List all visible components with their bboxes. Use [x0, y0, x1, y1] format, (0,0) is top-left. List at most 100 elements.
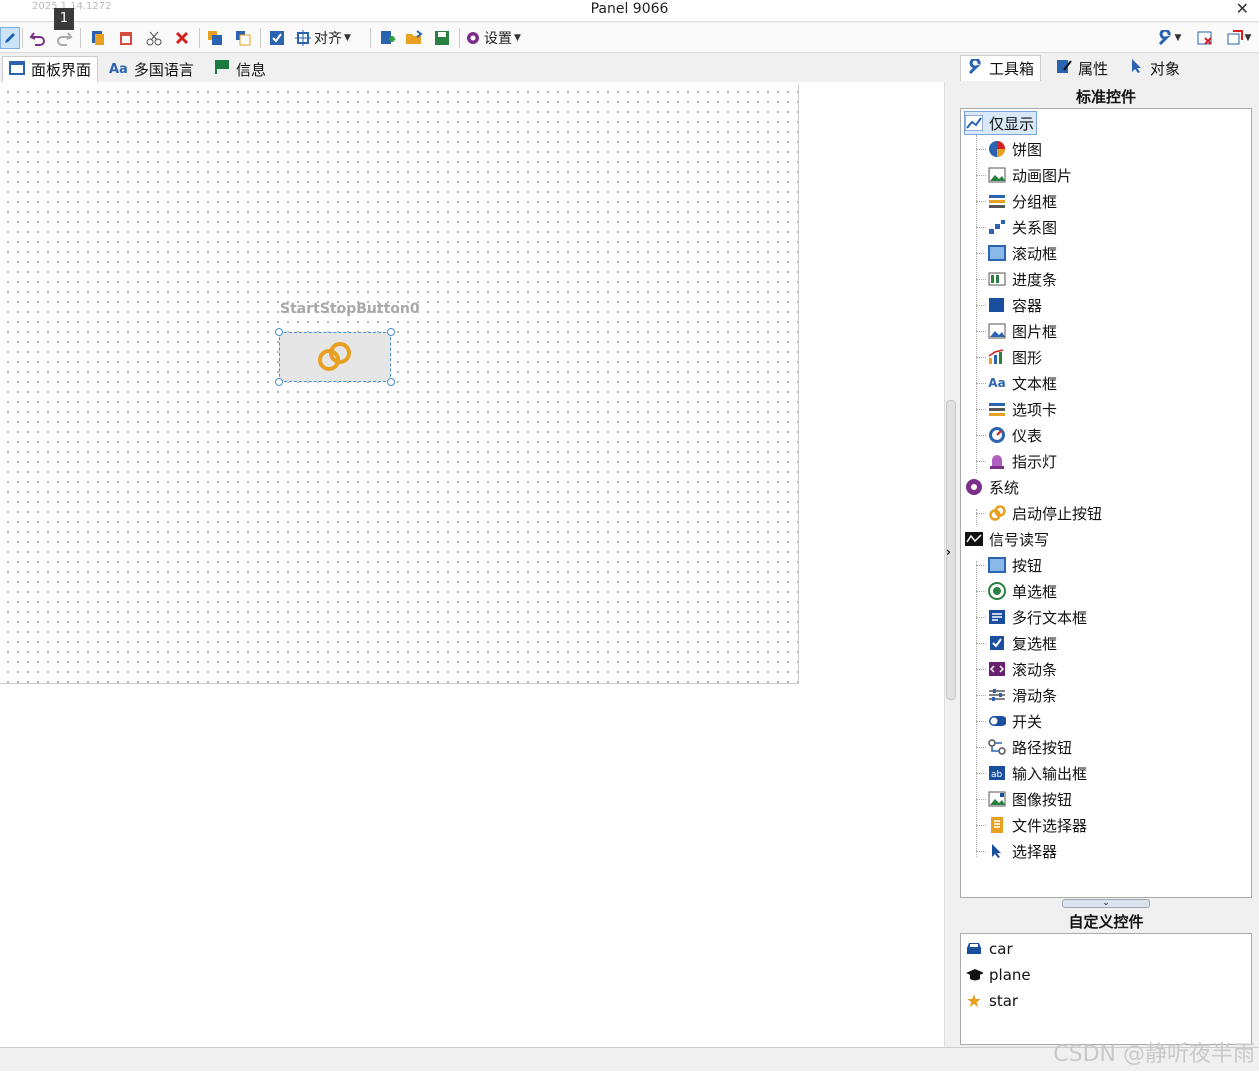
- wrench-icon: [1158, 30, 1171, 46]
- start-stop-button-widget[interactable]: [275, 328, 395, 386]
- tree-group-system[interactable]: 系统: [965, 475, 1019, 499]
- tree-item-graph[interactable]: 图形: [988, 345, 1042, 369]
- tree-item-label: 文本框: [1012, 374, 1058, 393]
- tab-label: 信息: [236, 60, 267, 79]
- bring-front-icon[interactable]: [205, 27, 225, 49]
- tree-item-label: 复选框: [1012, 634, 1058, 653]
- design-canvas[interactable]: StartStopButton0: [0, 84, 799, 684]
- pencil-icon[interactable]: [0, 27, 20, 49]
- tree-item-progress[interactable]: 进度条: [988, 267, 1057, 291]
- chevron-down-icon[interactable]: ⌄: [1062, 899, 1150, 908]
- tree-item-gauge[interactable]: 仪表: [988, 423, 1042, 447]
- vertical-scrollbar[interactable]: [946, 400, 956, 700]
- tab-label: 属性: [1078, 59, 1109, 78]
- resize-handle[interactable]: [275, 328, 283, 336]
- tree-group-signal[interactable]: 信号读写: [965, 527, 1049, 551]
- tree-item-groupbox[interactable]: 分组框: [988, 189, 1057, 213]
- tab-info[interactable]: 信息: [208, 56, 272, 82]
- tree-item-file-picker[interactable]: 文件选择器: [988, 813, 1087, 837]
- window-close-icon[interactable]: [1195, 27, 1215, 49]
- tree-item-io-box[interactable]: ab 输入输出框: [988, 761, 1087, 785]
- paste-icon[interactable]: [116, 27, 136, 49]
- tree-item-container[interactable]: 容器: [988, 293, 1042, 317]
- tree-item-slider[interactable]: 滑动条: [988, 683, 1057, 707]
- window-title: Panel 9066: [590, 1, 669, 17]
- tab-properties[interactable]: 属性: [1050, 55, 1114, 81]
- graph-icon: [988, 348, 1006, 366]
- tree-item-image-button[interactable]: 图像按钮: [988, 787, 1072, 811]
- tree-item-scroll-box[interactable]: 滚动框: [988, 241, 1057, 265]
- send-back-icon[interactable]: [233, 27, 253, 49]
- tab-objects[interactable]: 对象: [1124, 55, 1186, 81]
- checkbox-icon[interactable]: [267, 27, 287, 49]
- tree-item-start-stop[interactable]: 启动停止按钮: [988, 501, 1102, 525]
- indicator-light-icon: [988, 452, 1006, 470]
- save-icon[interactable]: [432, 27, 452, 49]
- tree-item-tabs[interactable]: 选项卡: [988, 397, 1057, 421]
- car-icon: [965, 940, 983, 958]
- tree-item-label: 饼图: [1012, 140, 1043, 159]
- tree-item-label: 路径按钮: [1012, 738, 1073, 757]
- align-button[interactable]: 对齐▼: [295, 27, 363, 49]
- tree-group-label: 仅显示: [989, 114, 1035, 133]
- io-box-icon: ab: [988, 764, 1006, 782]
- tree-item-scrollbar[interactable]: 滚动条: [988, 657, 1057, 681]
- tree-item-label: 分组框: [1012, 192, 1058, 211]
- add-page-icon[interactable]: [377, 27, 397, 49]
- text-icon: Aa: [988, 376, 1006, 390]
- tree-item-path-button[interactable]: 路径按钮: [988, 735, 1072, 759]
- tree-item-switch[interactable]: 开关: [988, 709, 1042, 733]
- undo-icon[interactable]: [27, 27, 49, 49]
- tree-item-picture[interactable]: 图片框: [988, 319, 1057, 343]
- tree-group-display-only[interactable]: 仅显示: [964, 111, 1038, 135]
- custom-item-star[interactable]: ★ star: [965, 989, 1018, 1013]
- settings-button[interactable]: 设置▼: [465, 27, 535, 49]
- delete-icon[interactable]: [172, 27, 192, 49]
- custom-item-car[interactable]: car: [965, 937, 1013, 961]
- tree-item-multiline-text[interactable]: 多行文本框: [988, 605, 1087, 629]
- wrench-dropdown[interactable]: ▼: [1152, 27, 1186, 49]
- tab-languages[interactable]: Aa 多国语言: [103, 56, 200, 82]
- custom-controls-list: car plane ★ star: [960, 933, 1252, 1045]
- widget-name-label: StartStopButton0: [280, 301, 420, 317]
- gauge-icon: [988, 426, 1006, 444]
- window-restore-dropdown[interactable]: ▼: [1222, 27, 1256, 49]
- custom-item-plane[interactable]: plane: [965, 963, 1031, 987]
- custom-item-label: star: [989, 992, 1019, 1010]
- tab-panel[interactable]: 面板界面: [2, 56, 99, 82]
- button-icon: [988, 556, 1006, 574]
- redo-icon[interactable]: [53, 27, 75, 49]
- resize-handle[interactable]: [387, 328, 395, 336]
- toolbox-panel: 标准控件 仅显示 饼图 动画图片 分组框: [958, 82, 1259, 1047]
- design-canvas-area: StartStopButton0: [0, 82, 945, 1047]
- tree-item-relation[interactable]: 关系图: [988, 215, 1057, 239]
- tree-item-pie-chart[interactable]: 饼图: [988, 137, 1042, 161]
- tree-item-checkbox[interactable]: 复选框: [988, 631, 1057, 655]
- settings-icon: [467, 32, 479, 44]
- tree-item-selector[interactable]: 选择器: [988, 839, 1057, 863]
- align-label: 对齐: [314, 31, 342, 47]
- settings-label: 设置: [484, 31, 512, 47]
- wrench-icon: [967, 57, 983, 79]
- tree-item-radio[interactable]: 单选框: [988, 579, 1057, 603]
- chevron-right-icon[interactable]: ›: [946, 545, 951, 559]
- multiline-text-icon: [988, 608, 1006, 626]
- tab-toolbox[interactable]: 工具箱: [960, 55, 1042, 81]
- open-folder-icon[interactable]: [404, 27, 424, 49]
- tree-item-label: 选择器: [1012, 842, 1058, 861]
- tree-item-button[interactable]: 按钮: [988, 553, 1042, 577]
- tree-item-indicator-light[interactable]: 指示灯: [988, 449, 1057, 473]
- tree-item-text[interactable]: Aa 文本框: [988, 371, 1057, 395]
- cut-icon[interactable]: [144, 27, 164, 49]
- tree-item-label: 进度条: [1012, 270, 1058, 289]
- resize-handle[interactable]: [275, 378, 283, 386]
- tree-item-animated-image[interactable]: 动画图片: [988, 163, 1072, 187]
- close-icon[interactable]: ✕: [1235, 0, 1249, 18]
- switch-icon: [988, 712, 1006, 730]
- tab-label: 面板界面: [31, 61, 92, 79]
- custom-item-label: car: [989, 940, 1013, 958]
- resize-handle[interactable]: [387, 378, 395, 386]
- copy-icon[interactable]: [88, 27, 108, 49]
- status-bar: [0, 1047, 1259, 1071]
